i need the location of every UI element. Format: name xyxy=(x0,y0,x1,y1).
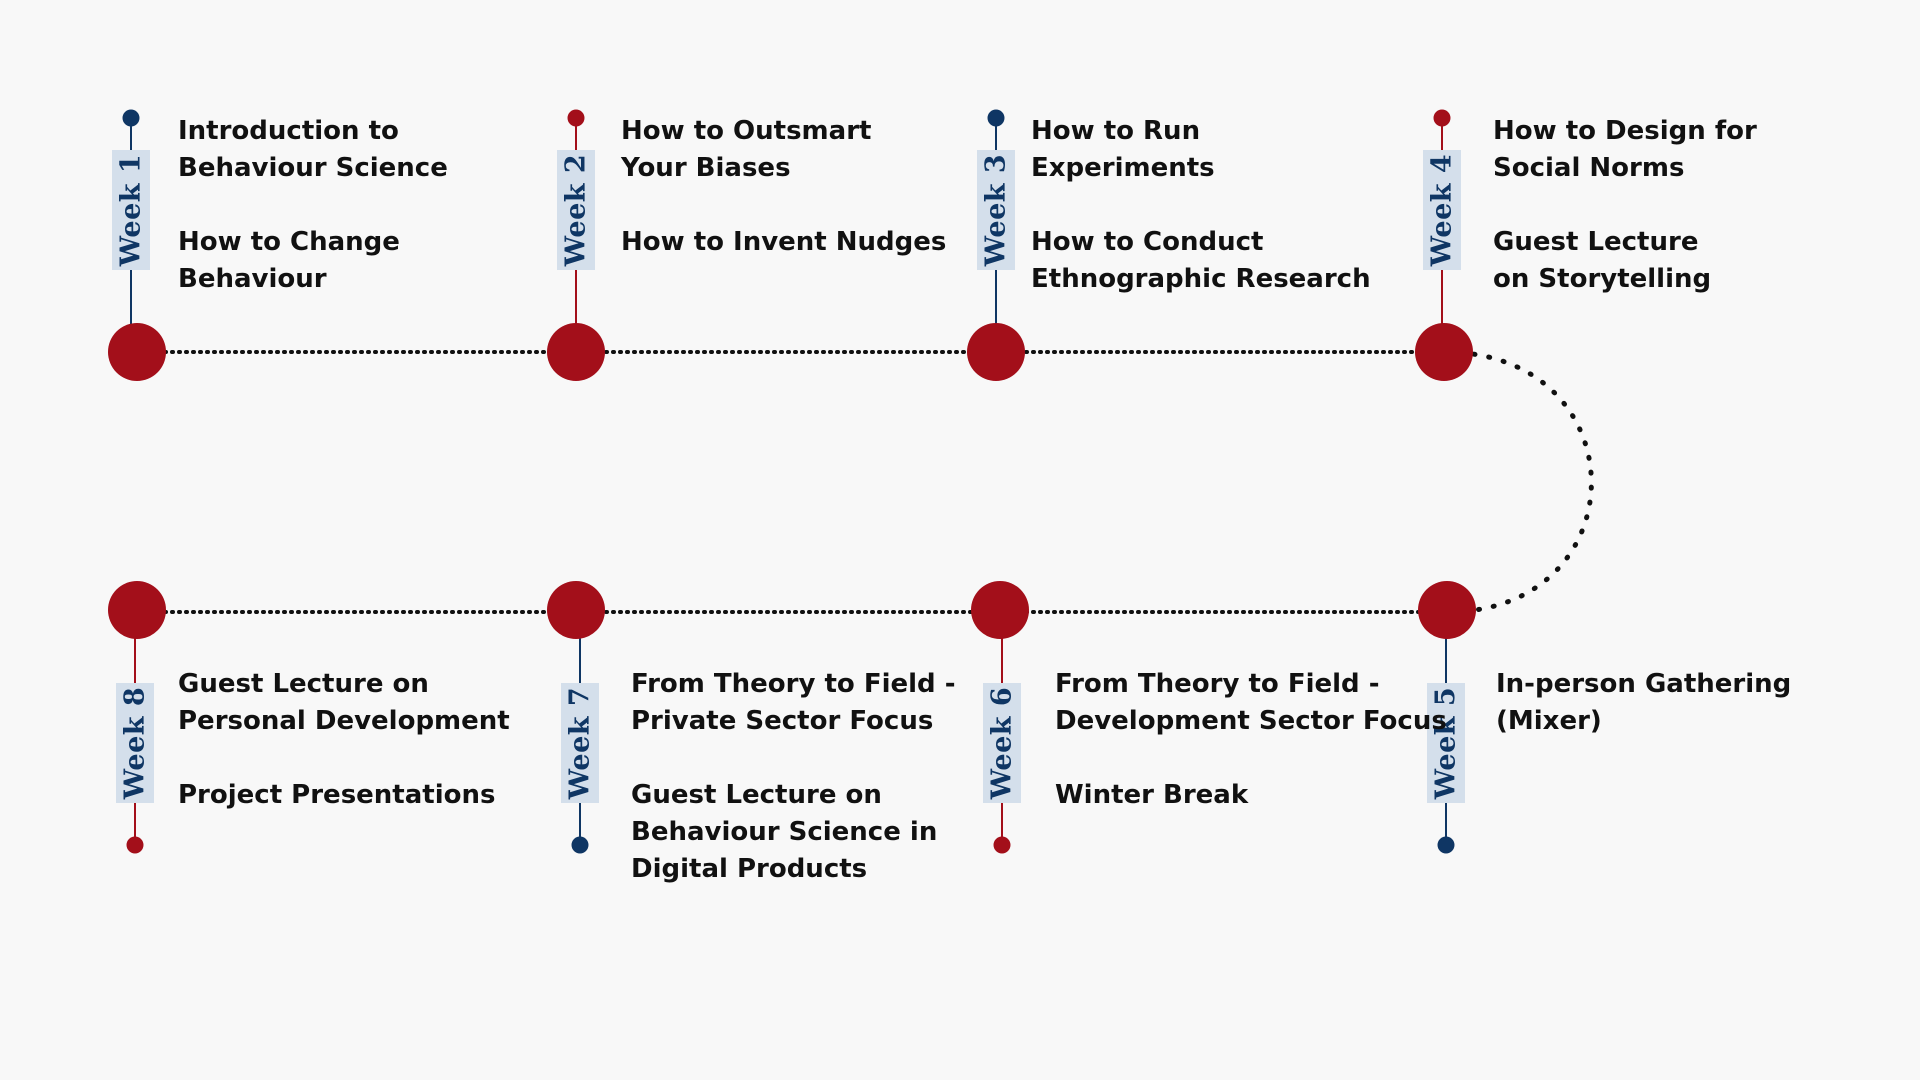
week-5-node xyxy=(1418,581,1476,639)
week-3-end-dot xyxy=(987,109,1005,127)
week-1-node xyxy=(108,323,166,381)
week-6-topics: From Theory to Field - Development Secto… xyxy=(1055,666,1447,814)
week-4-node xyxy=(1415,323,1473,381)
week-8-end-dot xyxy=(126,836,144,854)
week-2-label-box: Week 2 xyxy=(557,150,595,270)
week-8-label: Week 8 xyxy=(119,686,151,800)
week-1-end-dot xyxy=(122,109,140,127)
week-7-label: Week 7 xyxy=(564,686,596,800)
week-6-topic: Winter Break xyxy=(1055,780,1249,810)
week-4-topic: Guest Lecture on Storytelling xyxy=(1493,227,1712,294)
week-6-label-box: Week 6 xyxy=(983,683,1021,803)
week-2-label: Week 2 xyxy=(560,153,592,267)
week-1-label: Week 1 xyxy=(115,153,147,267)
week-7-node xyxy=(547,581,605,639)
week-2-topic: How to Invent Nudges xyxy=(621,227,947,257)
week-3-topic: How to Conduct Ethnographic Research xyxy=(1031,227,1371,294)
week-4-label: Week 4 xyxy=(1426,153,1458,267)
week-6-topic: From Theory to Field - Development Secto… xyxy=(1055,669,1447,736)
week-2-node xyxy=(547,323,605,381)
week-3-node xyxy=(967,323,1025,381)
week-7-topic: From Theory to Field - Private Sector Fo… xyxy=(631,669,956,736)
week-5-end-dot xyxy=(1437,836,1455,854)
week-1-topic: Introduction to Behaviour Science xyxy=(178,116,448,183)
week-7-topic: Guest Lecture on Behaviour Science in Di… xyxy=(631,780,938,884)
week-5-topic: In-person Gathering (Mixer) xyxy=(1496,669,1792,736)
week-7-topics: From Theory to Field - Private Sector Fo… xyxy=(631,666,956,888)
week-1-label-box: Week 1 xyxy=(112,150,150,270)
week-5-topics: In-person Gathering (Mixer) xyxy=(1496,666,1791,740)
week-3-label-box: Week 3 xyxy=(977,150,1015,270)
week-2-end-dot xyxy=(567,109,585,127)
week-6-end-dot xyxy=(993,836,1011,854)
week-4-topic: How to Design for Social Norms xyxy=(1493,116,1757,183)
week-1-topic: How to Change Behaviour xyxy=(178,227,400,294)
week-7-label-box: Week 7 xyxy=(561,683,599,803)
week-7-end-dot xyxy=(571,836,589,854)
week-4-label-box: Week 4 xyxy=(1423,150,1461,270)
week-5-label-box: Week 5 xyxy=(1427,683,1465,803)
week-3-label: Week 3 xyxy=(980,153,1012,267)
week-4-end-dot xyxy=(1433,109,1451,127)
week-3-topic: How to Run Experiments xyxy=(1031,116,1215,183)
week-8-topic: Project Presentations xyxy=(178,780,496,810)
week-6-node xyxy=(971,581,1029,639)
week-2-topic: How to Outsmart Your Biases xyxy=(621,116,872,183)
dotted-connector-curve xyxy=(1441,349,1594,615)
week-8-node xyxy=(108,581,166,639)
week-6-label: Week 6 xyxy=(986,686,1018,800)
week-8-topic: Guest Lecture on Personal Development xyxy=(178,669,510,736)
week-8-label-box: Week 8 xyxy=(116,683,154,803)
